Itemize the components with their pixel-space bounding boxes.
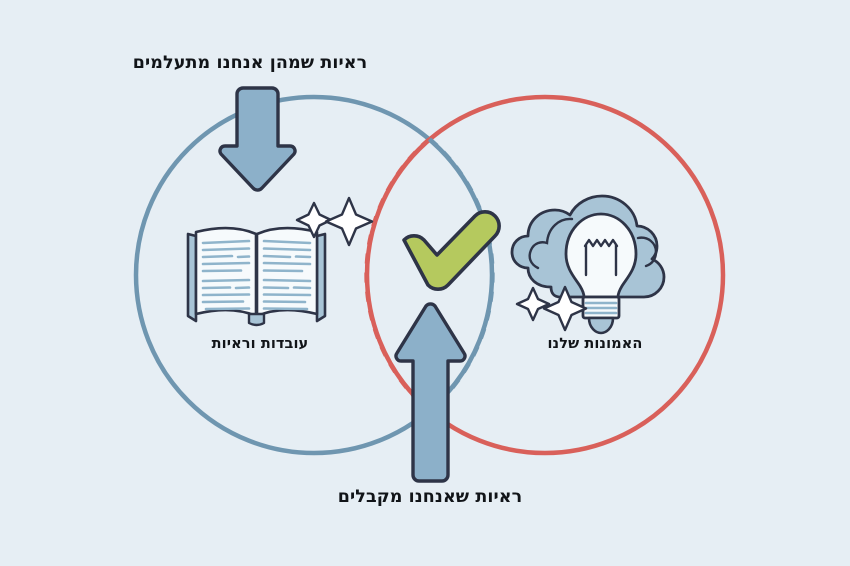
check-mark-icon [402, 210, 501, 291]
book-cover-right [315, 232, 327, 323]
right-circle-label: האמונות שלנו [547, 336, 643, 352]
book-text-lines-left [201, 239, 251, 311]
book-spine-base [247, 312, 266, 327]
arrow-down-icon [218, 86, 297, 192]
sparkle-small-icon [515, 286, 551, 322]
overlap-right-arc [428, 137, 495, 413]
sparkle-small-icon [295, 201, 333, 239]
overlap-left-arc [364, 137, 431, 413]
sparkle-large-icon [324, 196, 374, 247]
book-cover-left [186, 232, 198, 323]
accepted-evidence-label: ראיות שאנחנו מקבלים [337, 487, 523, 507]
sparkle-large-icon [542, 285, 588, 332]
arrow-up-icon [394, 302, 467, 483]
lightbulb-filament-zigzag [583, 238, 619, 248]
lightbulb-tip [587, 316, 615, 335]
cloud-inner-lobe [636, 236, 658, 268]
ignored-evidence-label: ראיות שמהן אנחנו מתעלמים [132, 53, 368, 73]
lightbulb-glass [564, 212, 638, 299]
lightbulb-filament [584, 243, 618, 277]
book-text-lines-right [262, 239, 312, 311]
cloud-highlight [528, 217, 574, 270]
left-circle-label: עובדות וראיות [211, 336, 309, 352]
lightbulb-base-lines [584, 301, 618, 315]
